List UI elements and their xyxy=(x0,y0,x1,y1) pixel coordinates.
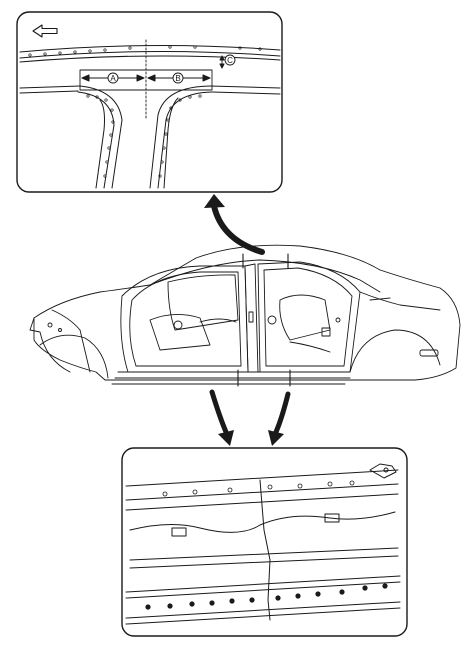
flange-holes xyxy=(162,480,355,497)
left-arrow-icon xyxy=(32,24,58,38)
dimension-c: C xyxy=(219,54,236,69)
dimension-b: B xyxy=(147,72,211,84)
front-pillar xyxy=(79,85,123,189)
roof-rail xyxy=(19,44,281,53)
dimension-a: A xyxy=(81,72,145,84)
roof-rail-holes xyxy=(28,45,262,57)
bottom-panel-frame xyxy=(121,447,408,637)
down-arrow-icon xyxy=(209,389,291,446)
body-outline xyxy=(33,244,461,381)
weld-spots xyxy=(145,583,388,610)
center-pillar-body xyxy=(244,263,259,373)
front-door-opening xyxy=(120,265,249,373)
label-a: A xyxy=(110,74,116,83)
label-c: C xyxy=(227,56,233,65)
label-b: B xyxy=(175,74,180,83)
curved-arrow-icon xyxy=(204,194,265,255)
center-pillar xyxy=(149,85,213,189)
cut-seam xyxy=(259,479,271,621)
top-panel-frame xyxy=(16,11,283,193)
dimension-box xyxy=(79,69,213,91)
top-detail-panel: A B C xyxy=(16,11,283,193)
car-body-side-view xyxy=(29,244,461,387)
bottom-detail-panel xyxy=(121,447,408,637)
rear-door-opening xyxy=(257,261,361,373)
